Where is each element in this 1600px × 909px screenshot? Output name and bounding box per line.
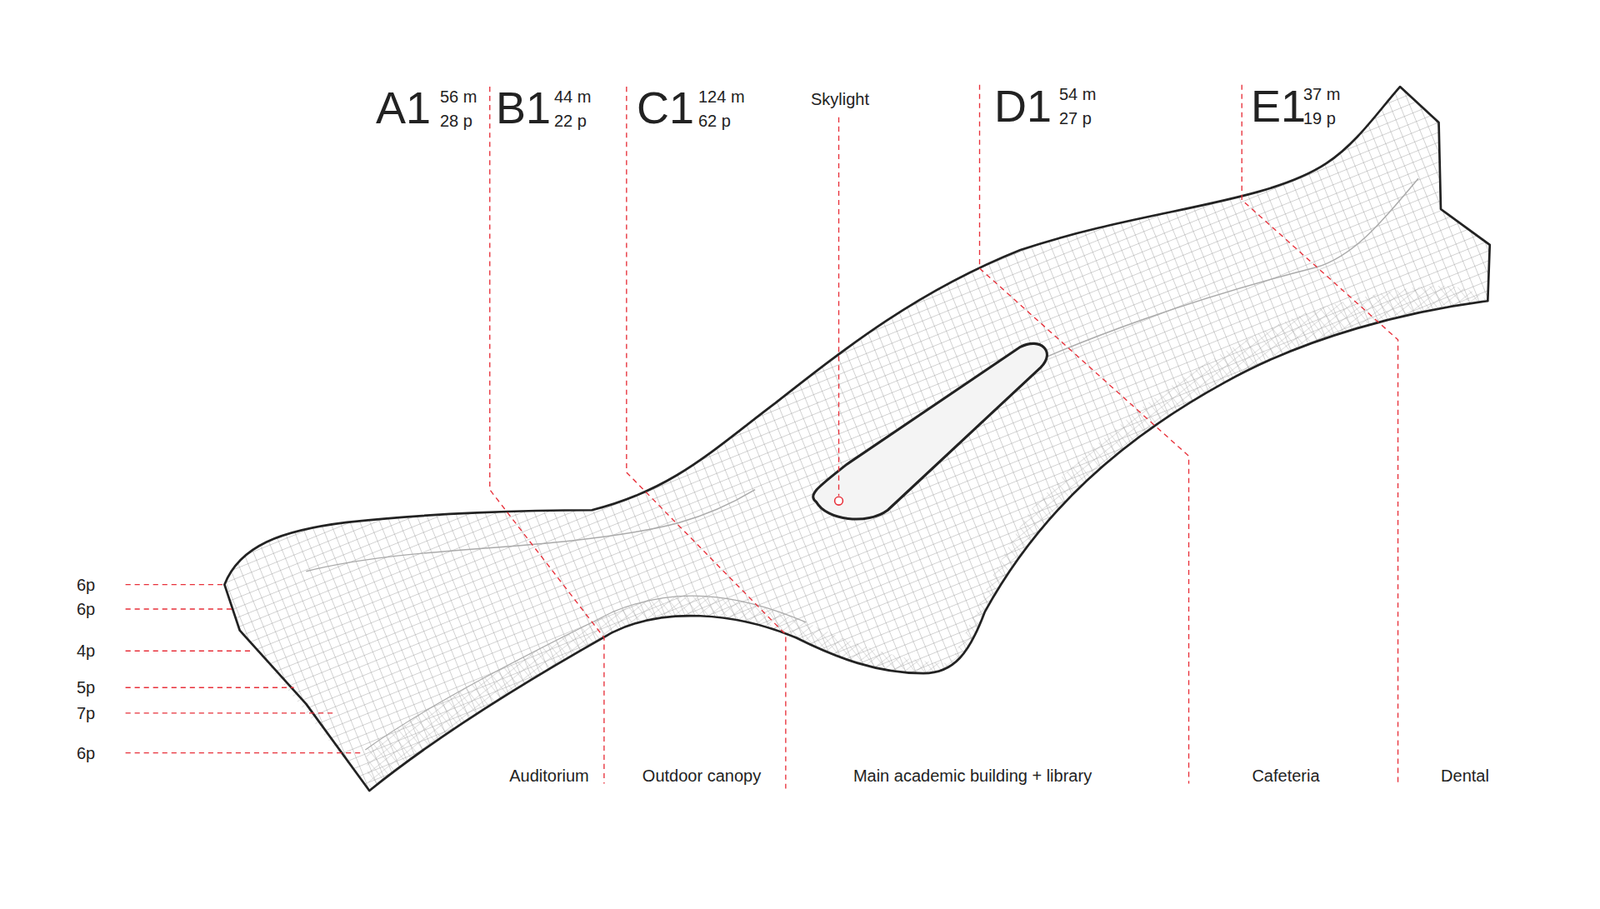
floor-count: 5p	[76, 679, 95, 696]
callout-label: Skylight	[810, 90, 870, 108]
dimension: 56 m	[440, 88, 477, 105]
section-id: E1	[1250, 83, 1306, 129]
section-id: C1	[636, 85, 695, 130]
dimension: 62 p	[698, 112, 731, 130]
dimension: 27 p	[1059, 110, 1092, 127]
dimension: 19 p	[1303, 110, 1336, 127]
zone-label: Dental	[1440, 767, 1490, 785]
floor-count: 6p	[76, 576, 95, 594]
dimension: 54 m	[1059, 85, 1096, 103]
floor-count: 4p	[76, 642, 95, 660]
dimension: 44 m	[554, 88, 591, 105]
section-id: B1	[495, 85, 551, 130]
floor-count: 6p	[76, 745, 95, 762]
skylight-slot	[813, 343, 1048, 520]
zone-label: Auditorium	[509, 767, 590, 785]
building-mesh	[224, 86, 1490, 791]
zone-label: Cafeteria	[1251, 767, 1320, 785]
skylight-marker	[835, 496, 844, 505]
floor-count: 6p	[76, 600, 95, 618]
dimension: 37 m	[1303, 85, 1340, 103]
zone-label: Main academic building + library	[853, 767, 1092, 785]
dimension: 124 m	[698, 88, 745, 105]
zone-label: Outdoor canopy	[642, 767, 761, 785]
section-id: A1	[375, 85, 431, 130]
dimension: 28 p	[440, 112, 473, 130]
floor-count: 7p	[76, 705, 95, 722]
leader-lines	[125, 85, 1399, 790]
dimension: 22 p	[554, 112, 587, 130]
section-id: D1	[994, 83, 1052, 129]
